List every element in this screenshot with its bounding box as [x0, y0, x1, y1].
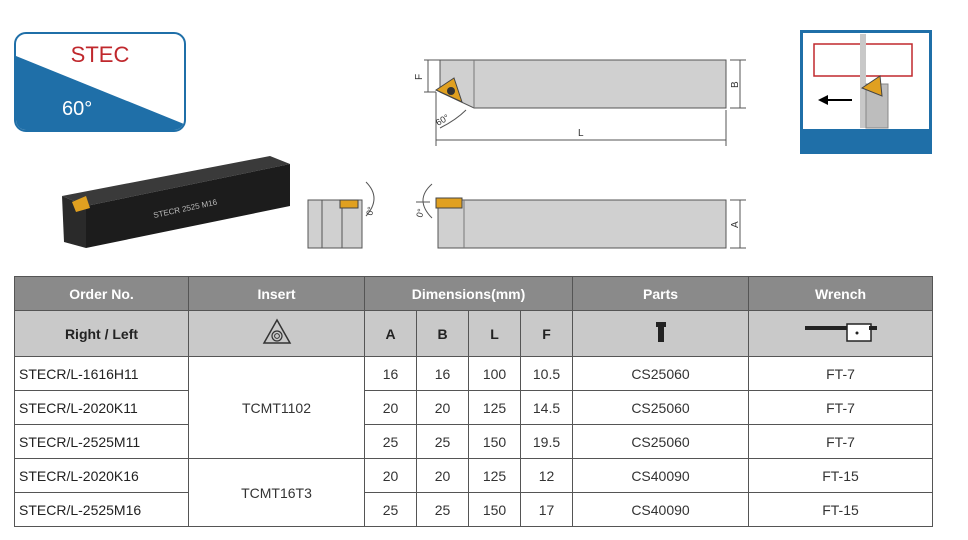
- badge-angle: 60°: [62, 98, 93, 120]
- dimensions-header: Dimensions(mm): [363, 276, 574, 311]
- dim-B-cell: 16: [416, 356, 469, 391]
- insert-header: Insert: [188, 276, 365, 311]
- dim-A-header: A: [364, 310, 417, 357]
- dim-F-cell: 14.5: [519, 390, 574, 425]
- header-row-2: Right / Left A B L F: [14, 310, 934, 357]
- cutting-diagram: [800, 30, 932, 154]
- dim-B-cell: 25: [416, 424, 469, 459]
- screw-cell: [572, 310, 750, 357]
- dim-A-cell: 25: [364, 424, 417, 459]
- dim-L-cell: 150: [468, 492, 521, 527]
- dim-B-cell: 20: [416, 458, 469, 493]
- wrench-cell-value: FT-15: [748, 492, 934, 527]
- dim-B-cell: 25: [416, 492, 469, 527]
- parts-header: Parts: [572, 276, 750, 311]
- parts-cell: CS25060: [572, 390, 750, 425]
- angle-60-label: 60°: [434, 112, 451, 128]
- table-row: STECR/L-2525M11 25 25 150 19.5 CS25060 F…: [14, 424, 934, 459]
- insert-shape-icon: [262, 318, 291, 344]
- dim-B-label: B: [730, 81, 741, 88]
- badge-title: STEC: [70, 42, 130, 67]
- side-view-drawing: 0° A: [414, 183, 746, 249]
- dim-F-cell: 19.5: [519, 424, 574, 459]
- wrench-cell-value: FT-7: [748, 356, 934, 391]
- badge-diagonal: [16, 56, 184, 130]
- order-no-cell: STECR/L-2020K16: [14, 458, 189, 493]
- dim-A-cell: 25: [364, 492, 417, 527]
- tool-holder-3d-image: STECR 2525 M16: [62, 156, 290, 248]
- order-no-cell: STECR/L-2020K11: [14, 390, 189, 425]
- wrench-cell-value: FT-15: [748, 458, 934, 493]
- table-row: STECR/L-2020K16 TCMT16T3 20 20 125 12 CS…: [14, 458, 934, 527]
- dim-A-label: A: [730, 221, 741, 228]
- screw-icon: [655, 322, 666, 342]
- table-row: STECR/L-1616H11 TCMT1102 16 16 100 10.5 …: [14, 356, 934, 459]
- dim-L-cell: 125: [468, 390, 521, 425]
- parts-cell: CS40090: [572, 458, 750, 493]
- right-left-header: Right / Left: [14, 310, 189, 357]
- dim-L-cell: 100: [468, 356, 521, 391]
- wrench-header: Wrench: [748, 276, 934, 311]
- dim-L-label: L: [578, 128, 584, 139]
- insert-3d-icon: [72, 196, 90, 212]
- dim-A-cell: 20: [364, 390, 417, 425]
- order-no-cell: STECR/L-1616H11: [14, 356, 189, 391]
- header-row-1: Order No. Insert Dimensions(mm) Parts Wr…: [14, 276, 934, 311]
- top-view-drawing: F B L 60°: [414, 59, 746, 146]
- dim-A-cell: 16: [364, 356, 417, 391]
- insert-shape-cell: [188, 310, 365, 357]
- insert-cell: TCMT16T3: [188, 458, 365, 527]
- dim-A-cell: 20: [364, 458, 417, 493]
- style-badge: STEC 60°: [14, 32, 186, 132]
- wrench-cell-value: FT-7: [748, 390, 934, 425]
- order-no-cell: STECR/L-2525M16: [14, 492, 189, 527]
- order-no-cell: STECR/L-2525M11: [14, 424, 189, 459]
- insert-cell: TCMT1102: [188, 356, 365, 459]
- dim-B-cell: 20: [416, 390, 469, 425]
- dim-F-label: F: [414, 74, 425, 80]
- angle-0-side-label: 0°: [414, 207, 426, 218]
- dim-F-cell: 17: [519, 492, 574, 527]
- product-table: Order No. Insert Dimensions(mm) Parts Wr…: [14, 276, 934, 527]
- parts-cell: CS40090: [572, 492, 750, 527]
- end-view-drawing: 0°: [307, 181, 376, 249]
- dim-B-header: B: [416, 310, 469, 357]
- angle-0-end-label: 0°: [364, 205, 376, 216]
- dim-F-cell: 12: [519, 458, 574, 493]
- dim-L-header: L: [468, 310, 521, 357]
- table-row: STECR/L-2525M16 25 25 150 17 CS40090 FT-…: [14, 492, 934, 527]
- order-no-header: Order No.: [14, 276, 189, 311]
- dim-L-cell: 125: [468, 458, 521, 493]
- wrench-cell: [748, 310, 934, 357]
- parts-cell: CS25060: [572, 356, 750, 391]
- dim-F-header: F: [519, 310, 574, 357]
- wrench-icon: [804, 323, 877, 342]
- wrench-cell-value: FT-7: [748, 424, 934, 459]
- parts-cell: CS25060: [572, 424, 750, 459]
- dim-L-cell: 150: [468, 424, 521, 459]
- table-row: STECR/L-2020K11 20 20 125 14.5 CS25060 F…: [14, 390, 934, 425]
- dim-F-cell: 10.5: [519, 356, 574, 391]
